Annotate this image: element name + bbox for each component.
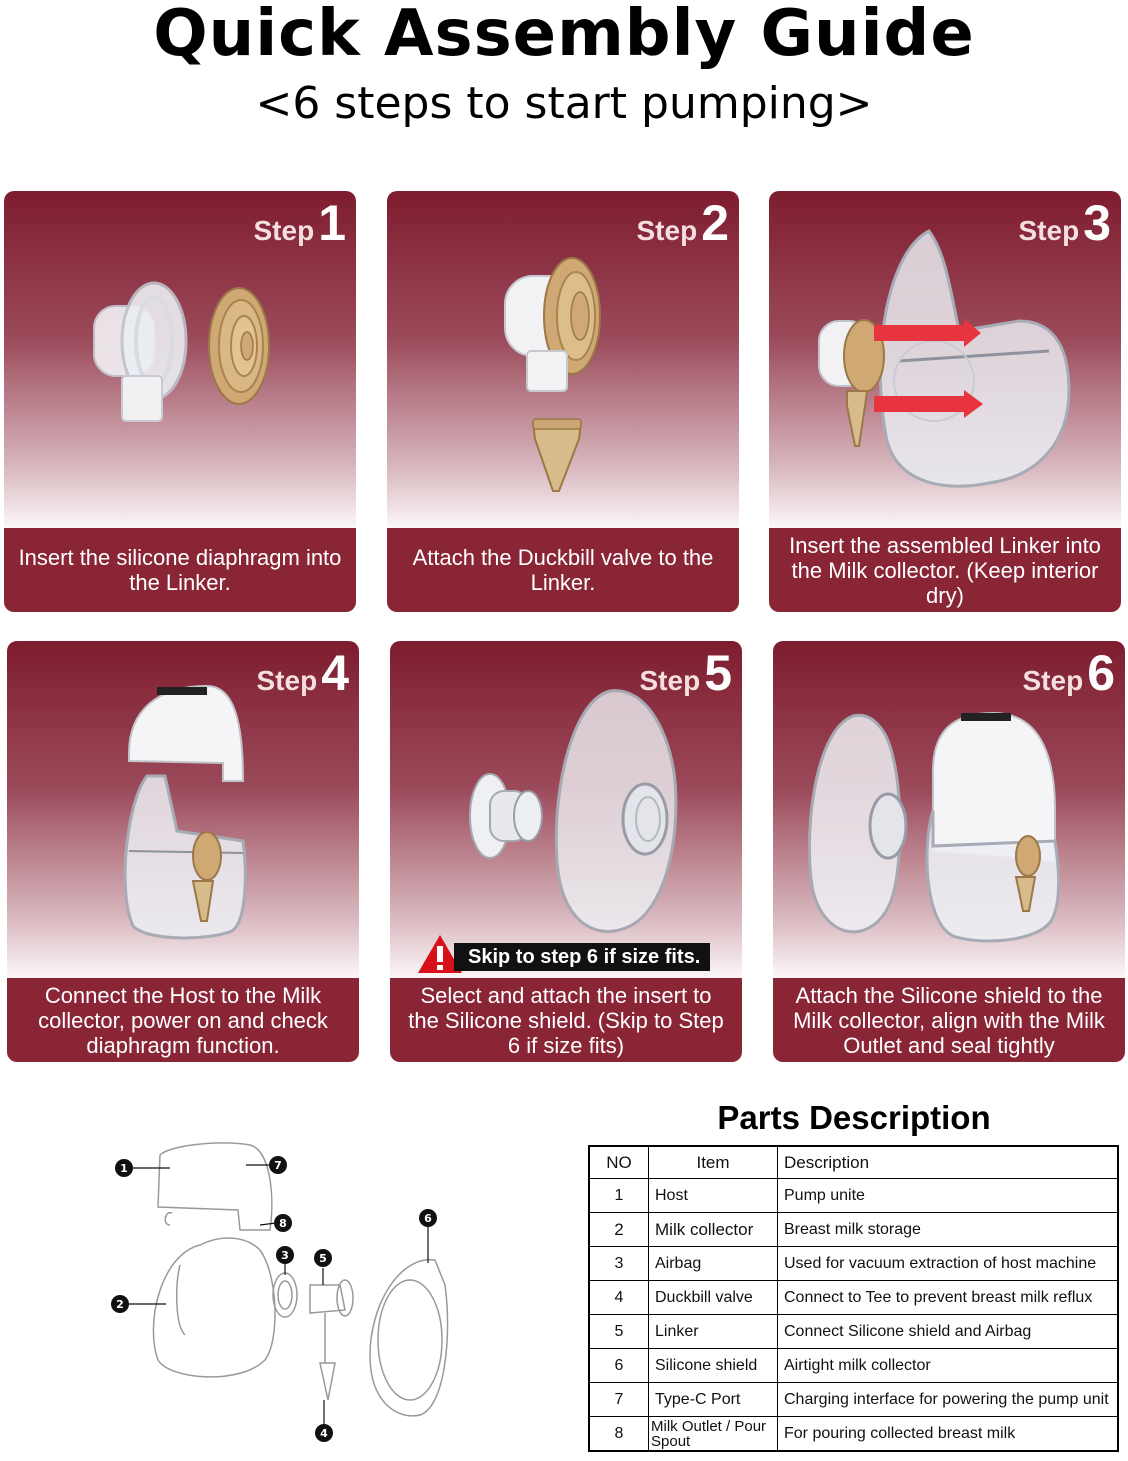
step-caption: Attach the Silicone shield to the Milk c… [773,978,1125,1062]
skip-warning: Skip to step 6 if size fits. [416,933,711,975]
step-caption: Insert the silicone diaphragm into the L… [4,528,356,612]
full-assembly-illustration [807,711,1061,943]
step-card-1: Step 1 Insert the silicone diaphragm int… [4,191,356,612]
linker-diaphragm-illustration [93,281,270,422]
step-label: Step 1 [253,195,347,251]
parts-table: NO Item Description 1 Host Pump unite 2 … [588,1145,1119,1452]
step-card-3: Step 3 Insert the assembled Linker into … [769,191,1121,612]
silicone-shield-insert-illustration [469,689,678,933]
svg-text:2: 2 [116,1298,124,1311]
diagram-callouts: 1 2 3 4 5 6 7 8 [111,1156,437,1442]
host-collector-illustration [123,684,247,940]
table-row: 1 Host Pump unite [588,1178,1119,1213]
column-header: Description [777,1145,1119,1179]
svg-text:5: 5 [319,1252,327,1265]
step-caption: Select and attach the insert to the Sili… [390,978,742,1062]
table-row: 8 Milk Outlet / Pour Spout For pouring c… [588,1416,1119,1452]
table-row: 6 Silicone shield Airtight milk collecto… [588,1348,1119,1383]
step-card-2: Step 2 Attach the Duckbill valve to the … [387,191,739,612]
svg-text:6: 6 [424,1212,432,1225]
column-header: NO [588,1145,649,1179]
step-label: Step 2 [636,195,730,251]
duckbill-valve-illustration [504,257,601,492]
step-label: Step 4 [256,645,350,701]
step-caption: Insert the assembled Linker into the Mil… [769,528,1121,612]
column-header: Item [648,1145,778,1179]
table-row: 7 Type-C Port Charging interface for pow… [588,1382,1119,1417]
step-label: Step 5 [639,645,733,701]
milk-collector-insert-illustration [818,229,1071,488]
svg-text:4: 4 [320,1427,328,1440]
svg-text:8: 8 [279,1217,287,1230]
svg-text:3: 3 [281,1249,289,1262]
table-header-row: NO Item Description [588,1145,1119,1179]
table-row: 3 Airbag Used for vacuum extraction of h… [588,1246,1119,1281]
page-subtitle: <6 steps to start pumping> [255,78,873,129]
page-title: Quick Assembly Guide [153,0,975,71]
step-card-6: Step 6 Attach the Silicone shield to the… [773,641,1125,1062]
exploded-parts-diagram: 1 2 3 4 5 6 7 8 [111,1142,449,1442]
step-card-4: Step 4 Connect the Host to the Milk coll… [7,641,359,1062]
step-caption: Connect the Host to the Milk collector, … [7,978,359,1062]
step-card-5: Skip to step 6 if size fits. Step 5 Sele… [390,641,742,1062]
warning-icon [418,935,462,973]
warning-text: Skip to step 6 if size fits. [454,943,711,971]
step-label: Step 6 [1022,645,1116,701]
step-caption: Attach the Duckbill valve to the Linker. [387,528,739,612]
svg-text:7: 7 [274,1159,282,1172]
svg-text:1: 1 [120,1162,128,1175]
table-row: 5 Linker Connect Silicone shield and Air… [588,1314,1119,1349]
table-row: 2 Milk collector Breast milk storage [588,1212,1119,1247]
step-label: Step 3 [1018,195,1112,251]
table-row: 4 Duckbill valve Connect to Tee to preve… [588,1280,1119,1315]
parts-title: Parts Description [717,1099,991,1136]
